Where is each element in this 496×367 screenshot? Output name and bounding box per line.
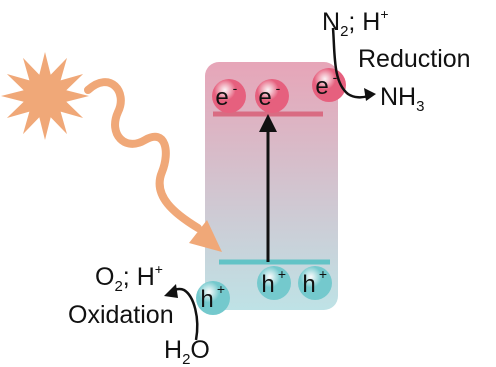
hole-1: h + [257,266,291,300]
electron-charge: - [333,69,338,85]
electron-2: e - [255,79,289,113]
reduction-label: Reduction [358,45,471,73]
oxidation-reactant: H2O [164,336,210,367]
oxidation-products: O2; H+ [95,261,163,295]
oxidation-arrow-icon [164,284,199,341]
electron-1: e - [212,79,246,113]
hole-2: h + [298,266,332,300]
hole-3: h + [196,281,230,315]
hole-charge: + [319,266,327,282]
hole-charge: + [217,281,225,297]
hole-symbol: h [261,271,274,298]
reduction-arrow-icon [331,27,376,101]
sun-icon [1,52,89,140]
hole-symbol: h [302,271,315,298]
excitation-arrow-icon [259,114,277,262]
hole-symbol: h [200,286,213,313]
reduction-reactants: N2; H+ [322,6,389,40]
electron-symbol: e [258,84,271,111]
electron-charge: - [276,80,281,96]
electron-charge: - [233,80,238,96]
oxidation-label: Oxidation [68,301,174,329]
semiconductor-band-box [205,62,338,310]
reduction-product: NH3 [380,83,424,115]
electron-symbol: e [315,73,328,100]
electron-symbol: e [215,84,228,111]
hole-charge: + [278,266,286,282]
light-wave-arrow-icon [84,78,222,252]
